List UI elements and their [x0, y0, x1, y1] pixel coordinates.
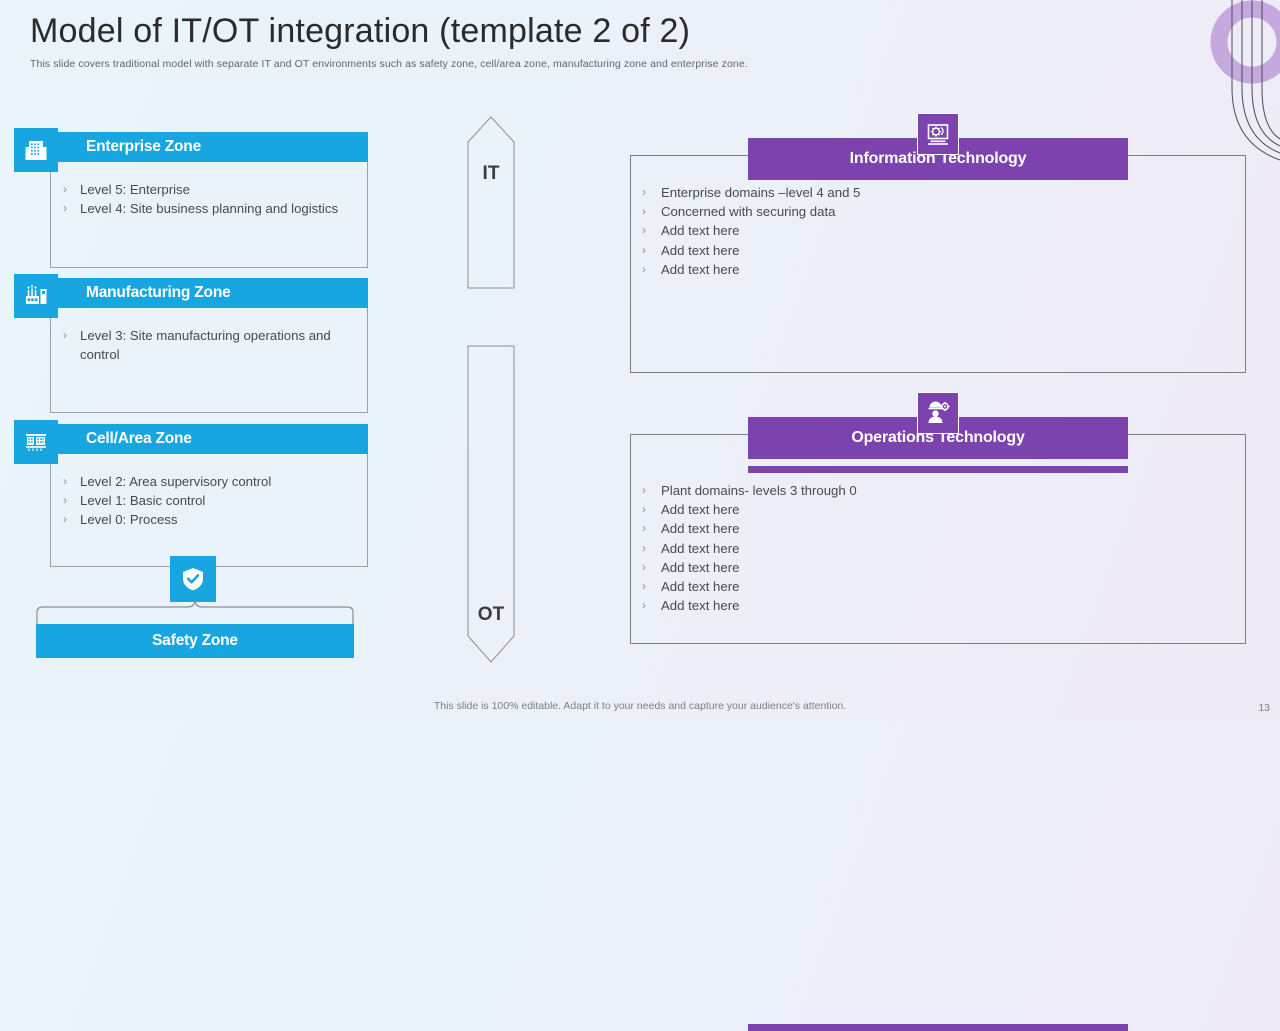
list-item: › Add text here	[642, 577, 857, 596]
plant-layout-icon	[14, 420, 58, 464]
chevron-bullet-icon: ›	[642, 204, 646, 219]
worker-gear-icon	[917, 392, 959, 434]
zone-bullet-list: › Level 3: Site manufacturing operations…	[51, 308, 367, 378]
chevron-bullet-icon: ›	[642, 185, 646, 199]
page-subtitle: This slide covers traditional model with…	[30, 58, 748, 70]
chevron-bullet-icon: ›	[642, 540, 646, 555]
list-item: › Level 0: Process	[63, 512, 178, 527]
page-title: Model of IT/OT integration (template 2 o…	[30, 12, 691, 50]
list-item: › Level 1: Basic control	[63, 493, 206, 508]
chevron-bullet-icon: ›	[642, 502, 646, 517]
chevron-bullet-icon: ›	[642, 261, 646, 276]
list-item: › Add text here	[642, 241, 860, 260]
shield-check-icon	[170, 556, 216, 602]
zone-bullet-list: › Level 2: Area supervisory control › Le…	[51, 454, 367, 543]
chevron-bullet-icon: ›	[63, 512, 67, 526]
safety-zone-title: Safety Zone	[152, 632, 238, 649]
list-item: › Add text here	[642, 558, 857, 577]
decorative-corner-graphic	[1170, 0, 1280, 175]
zone-title-bar: Enterprise Zone	[50, 132, 368, 162]
chevron-bullet-icon: ›	[642, 223, 646, 238]
panel-bullet-list: › Plant domains- levels 3 through 0 › Ad…	[642, 481, 857, 615]
chevron-bullet-icon: ›	[63, 493, 67, 507]
chevron-bullet-icon: ›	[642, 559, 646, 574]
chevron-bullet-icon: ›	[642, 521, 646, 536]
list-item: › Concerned with securing data	[642, 202, 860, 221]
monitor-gear-icon	[917, 113, 959, 155]
ot-arrow-down: OT	[466, 344, 516, 664]
office-building-icon	[14, 128, 58, 172]
zone-body: › Level 2: Area supervisory control › Le…	[50, 454, 368, 567]
list-item: › Add text here	[642, 221, 860, 240]
chevron-bullet-icon: ›	[63, 474, 67, 488]
chevron-bullet-icon: ›	[642, 598, 646, 613]
list-item: › Enterprise domains –level 4 and 5	[642, 183, 860, 202]
zone-title-bar: Manufacturing Zone	[50, 278, 368, 308]
chevron-bullet-icon: ›	[63, 182, 67, 196]
zone-bullet-list: › Level 5: Enterprise › Level 4: Site bu…	[51, 162, 367, 232]
list-item: › Level 5: Enterprise	[63, 182, 190, 197]
panel-title: Information Technology	[849, 150, 1027, 167]
panel-bullet-list: › Enterprise domains –level 4 and 5 › Co…	[642, 183, 860, 279]
chevron-bullet-icon: ›	[642, 579, 646, 594]
list-item: › Add text here	[642, 539, 857, 558]
list-item: › Plant domains- levels 3 through 0	[642, 481, 857, 500]
zone-title-bar: Cell/Area Zone	[50, 424, 368, 454]
chevron-bullet-icon: ›	[63, 328, 67, 342]
safety-zone-bar[interactable]: Safety Zone	[36, 624, 354, 658]
footer-note: This slide is 100% editable. Adapt it to…	[433, 700, 847, 712]
ot-arrow-label: OT	[477, 604, 505, 625]
zone-title: Enterprise Zone	[86, 138, 201, 155]
list-item: › Add text here	[642, 519, 857, 538]
list-item: › Add text here	[642, 500, 857, 519]
list-item: › Level 2: Area supervisory control	[63, 474, 272, 489]
zone-title: Manufacturing Zone	[86, 284, 231, 301]
list-item: › Add text here	[642, 596, 857, 615]
chevron-bullet-icon: ›	[642, 242, 646, 257]
page-number: 13	[1258, 702, 1270, 714]
list-item: › Level 3: Site manufacturing operations…	[63, 328, 331, 362]
chevron-bullet-icon: ›	[63, 201, 67, 215]
zone-body: › Level 3: Site manufacturing operations…	[50, 308, 368, 413]
zone-body: › Level 5: Enterprise › Level 4: Site bu…	[50, 162, 368, 268]
panel-title: Operations Technology	[851, 429, 1025, 446]
safety-zone-brace	[36, 600, 354, 624]
list-item: › Add text here	[642, 260, 860, 279]
chevron-bullet-icon: ›	[642, 483, 646, 497]
factory-icon	[14, 274, 58, 318]
zone-title: Cell/Area Zone	[86, 430, 192, 447]
panel-accent-bar	[748, 466, 1128, 473]
panel-accent-bar	[748, 1024, 1128, 1031]
slide-header: Model of IT/OT integration (template 2 o…	[30, 12, 748, 70]
it-arrow-up: IT	[466, 115, 516, 290]
list-item: › Level 4: Site business planning and lo…	[63, 201, 339, 216]
it-arrow-label: IT	[482, 163, 500, 184]
